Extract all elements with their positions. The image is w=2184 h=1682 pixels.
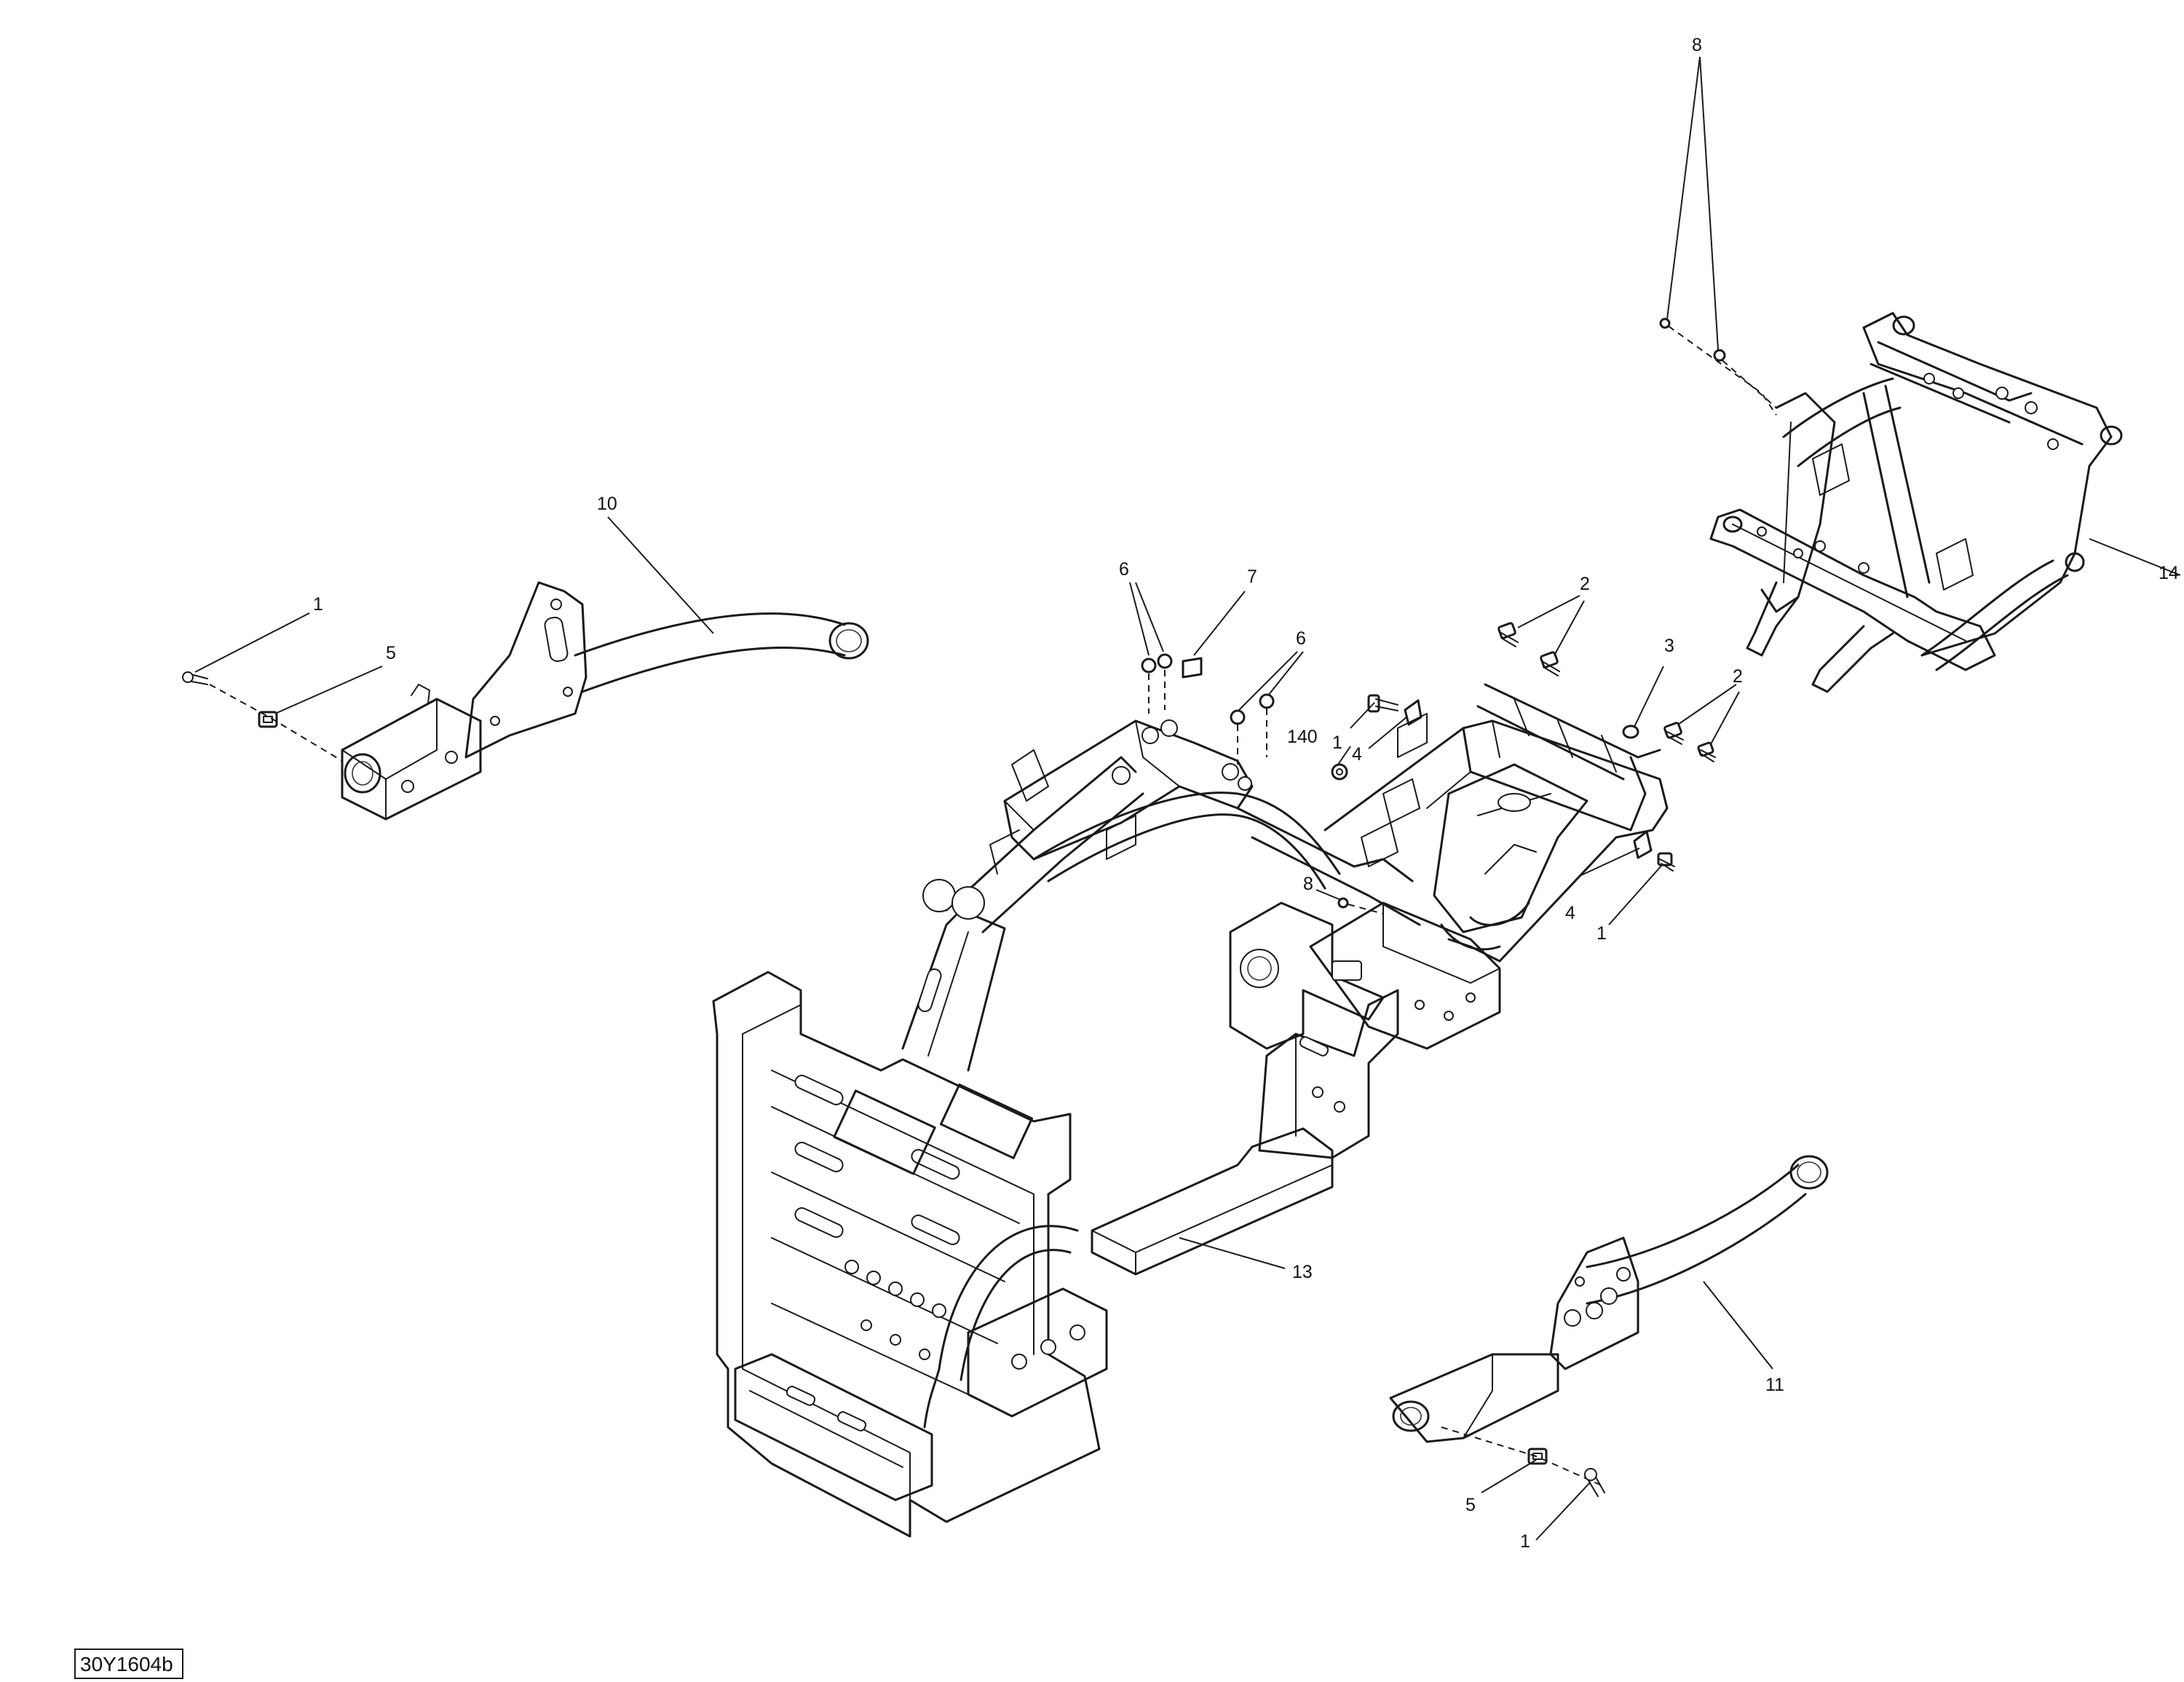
bolt-1-mid <box>1367 694 1398 713</box>
callout-7: 7 <box>1247 566 1257 587</box>
callout-6-mid: 6 <box>1296 628 1306 649</box>
callout-1-left: 1 <box>313 594 323 615</box>
bolts-2-right <box>1663 722 1716 762</box>
callout-10: 10 <box>597 494 617 514</box>
bolts-2-upper <box>1497 622 1560 676</box>
bolt-1-right <box>1657 852 1675 872</box>
bolt-1-left <box>182 671 208 685</box>
clip-7 <box>1182 657 1203 679</box>
part-14-rear-subframe <box>1709 312 2123 693</box>
callout-1-mid: 1 <box>1332 733 1342 753</box>
leader-lines <box>194 56 2181 1541</box>
callout-2-right: 2 <box>1733 666 1743 687</box>
callout-5-bottom: 5 <box>1465 1495 1476 1515</box>
clip-4-mid <box>1404 699 1423 726</box>
callout-4-right: 4 <box>1565 903 1575 923</box>
part-11-arm <box>1389 1155 1829 1443</box>
bolt-1-bottom <box>1584 1468 1605 1497</box>
callout-8-center: 8 <box>1303 874 1313 894</box>
callout-13: 13 <box>1292 1262 1313 1282</box>
callout-140: 140 <box>1287 727 1318 747</box>
nuts-6-mid <box>1230 693 1275 765</box>
part-10-arm <box>341 581 869 821</box>
callout-1-bottom: 1 <box>1520 1531 1530 1552</box>
callout-2-upper: 2 <box>1580 574 1590 594</box>
clip-4-right <box>1633 830 1653 859</box>
callout-labels: 10 1 5 6 7 6 140 1 4 2 3 2 8 14 8 4 1 13… <box>313 35 2179 1552</box>
nut-140 <box>1331 763 1348 781</box>
callout-1-right: 1 <box>1597 923 1607 944</box>
nut-5-bottom <box>1527 1448 1548 1465</box>
part-13-main-frame <box>712 683 1669 1538</box>
callout-8-top: 8 <box>1692 35 1702 55</box>
callout-5-left: 5 <box>386 643 396 663</box>
washer-3 <box>1622 724 1639 739</box>
nuts-6-top <box>1141 653 1173 714</box>
callout-3: 3 <box>1664 636 1674 656</box>
callout-11: 11 <box>1765 1375 1784 1395</box>
figure-code: 30Y1604b <box>80 1653 173 1675</box>
figure-code-box: 30Y1604b <box>74 1649 183 1679</box>
fasteners-8-top <box>1659 317 1777 416</box>
callout-14: 14 <box>2159 563 2179 583</box>
callout-4-mid: 4 <box>1352 744 1362 765</box>
callout-6-top: 6 <box>1119 559 1129 580</box>
assembly-line-bottom <box>1441 1426 1602 1486</box>
fastener-8-center <box>1337 897 1384 915</box>
